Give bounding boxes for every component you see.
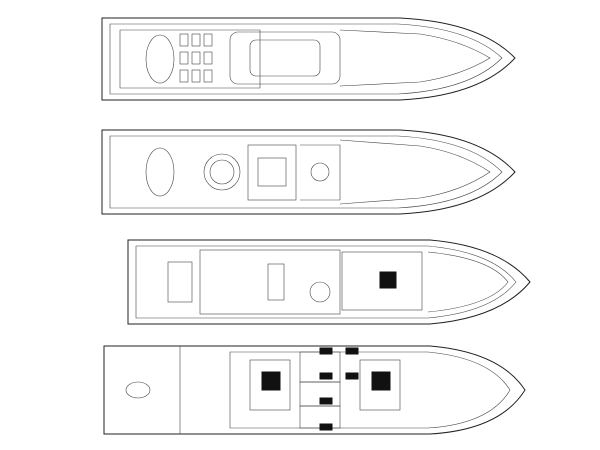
loungers — [179, 33, 213, 83]
tender-boat — [125, 381, 151, 399]
deck-plan-main-deck — [127, 239, 531, 325]
aft-dining-table — [167, 261, 193, 303]
deck-plan-sun-deck — [101, 17, 516, 101]
sky-lounge — [247, 144, 297, 201]
bed-icon — [371, 371, 391, 391]
tender-boat — [145, 34, 175, 84]
tender-boat — [145, 147, 175, 197]
round-table — [209, 159, 235, 185]
staircase — [309, 281, 331, 303]
bed-icon — [379, 271, 397, 289]
hull-outline — [103, 345, 526, 435]
deck-plan-bridge-deck — [101, 129, 516, 215]
hull-outline — [101, 17, 516, 101]
deck-plan-lower-deck — [103, 345, 526, 435]
salon — [199, 249, 341, 315]
berths — [319, 347, 359, 431]
hull-outline — [127, 239, 531, 325]
hull-outline — [101, 129, 516, 215]
bed-icon — [261, 371, 281, 391]
helm-icon — [310, 162, 330, 182]
sun-pad — [229, 31, 341, 85]
galley — [341, 251, 423, 311]
dining-table — [267, 263, 285, 301]
